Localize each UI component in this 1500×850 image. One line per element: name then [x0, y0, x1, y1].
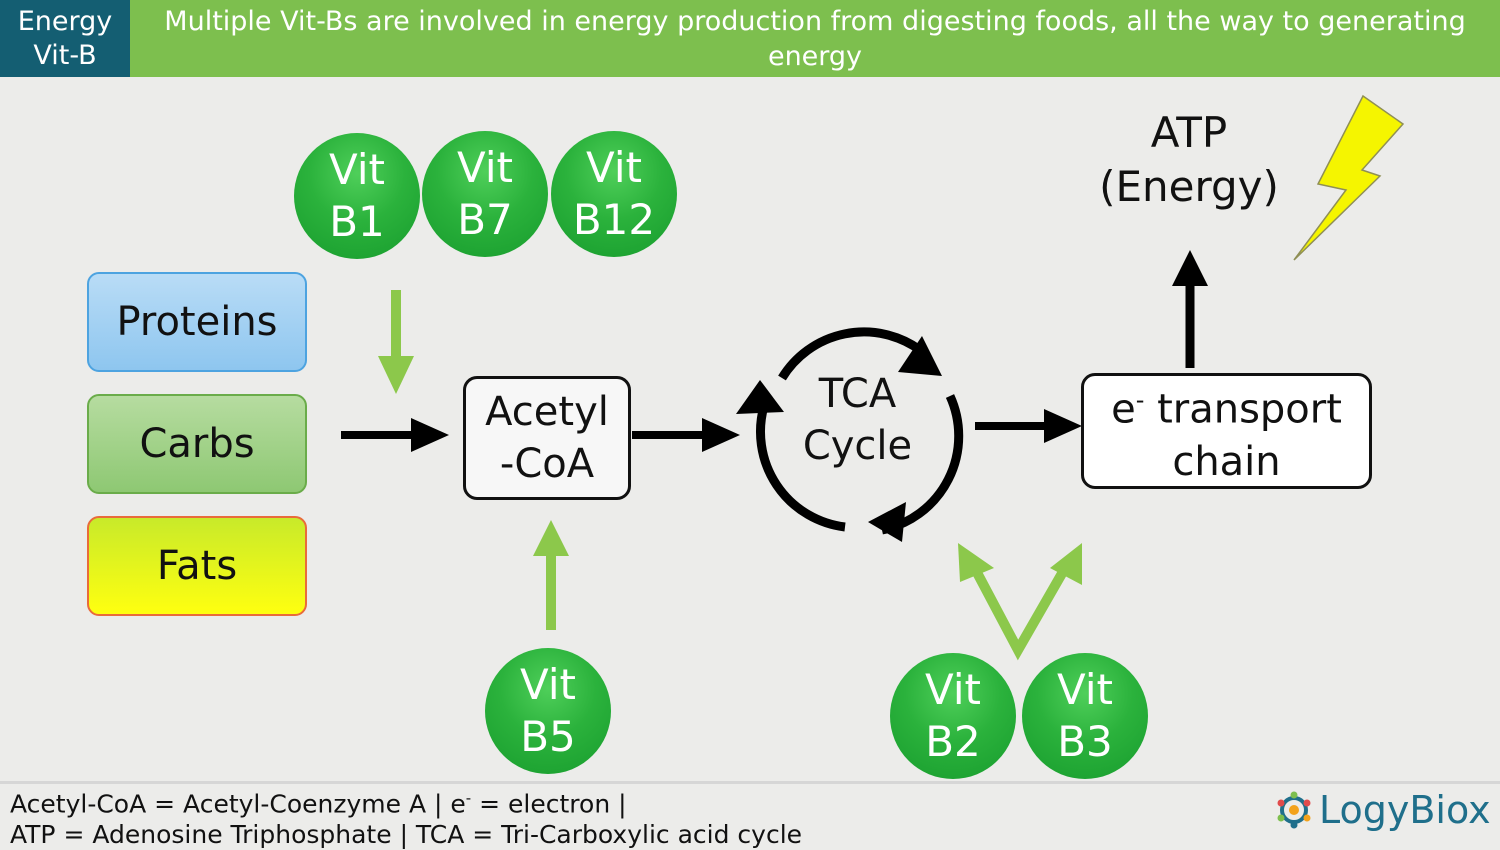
footer-line1-b: = electron |: [471, 789, 627, 819]
vit-b7-line2: B7: [457, 195, 513, 244]
arrow-etc-to-atp: [1172, 250, 1208, 368]
fats-box: Fats: [87, 516, 307, 616]
header-tag: Energy Vit-B: [0, 0, 130, 77]
vit-b12-line2: B12: [572, 195, 656, 244]
tca-arrowheads: [736, 336, 942, 542]
footer-line1: Acetyl-CoA = Acetyl-Coenzyme A | e- = el…: [10, 783, 802, 819]
vit-b3-line1: Vit: [1057, 665, 1113, 714]
vitamin-b2-circle: Vit B2: [890, 653, 1016, 779]
brand-name: LogyBiox: [1319, 788, 1491, 832]
atp-energy-label: ATP (Energy): [1080, 106, 1298, 214]
proteins-box: Proteins: [87, 272, 307, 372]
page-title: Multiple Vit-Bs are involved in energy p…: [164, 5, 1466, 72]
arrow-acetyl-to-tca: [632, 418, 740, 452]
atp-line1: ATP: [1150, 108, 1228, 157]
acetyl-line1: Acetyl: [485, 389, 609, 435]
vit-b1-line2: B1: [329, 197, 385, 246]
vit-b1-line1: Vit: [329, 145, 385, 194]
footer-line2: ATP = Adenosine Triphosphate | TCA = Tri…: [10, 820, 803, 850]
etc-transport: transport: [1144, 386, 1342, 433]
vitamin-b12-circle: Vit B12: [551, 131, 677, 257]
header-tag-line2: Vit-B: [33, 39, 97, 71]
arrow-b5-to-acetyl: [533, 520, 569, 630]
electron-transport-chain-box: e- transport chain: [1081, 373, 1372, 489]
tca-cycle-arrows: [756, 327, 964, 535]
vitamin-b5-circle: Vit B5: [485, 648, 611, 774]
etc-line1: e- transport: [1111, 374, 1342, 435]
tca-line1: TCA: [818, 371, 897, 417]
arrow-tca-to-etc: [975, 409, 1082, 443]
tca-line2: Cycle: [802, 423, 913, 469]
vit-b2-line2: B2: [925, 717, 981, 766]
vit-b7-line1: Vit: [457, 143, 513, 192]
header-bar: Multiple Vit-Bs are involved in energy p…: [130, 0, 1500, 77]
vitamin-b1-circle: Vit B1: [294, 133, 420, 259]
vit-b2-line1: Vit: [925, 665, 981, 714]
header-tag-line1: Energy: [17, 5, 113, 37]
etc-superscript: -: [1135, 386, 1145, 415]
footer-line1-a: Acetyl-CoA = Acetyl-Coenzyme A | e: [10, 789, 466, 819]
atp-line2: (Energy): [1099, 162, 1279, 211]
footer-legend: Acetyl-CoA = Acetyl-Coenzyme A | e- = el…: [10, 783, 802, 850]
arrow-foods-to-acetyl: [341, 418, 449, 452]
vit-b12-line1: Vit: [586, 143, 642, 192]
arrow-b2-b3-to-tca-etc: [958, 543, 1082, 661]
vitamin-b7-circle: Vit B7: [422, 131, 548, 257]
vit-b5-line2: B5: [520, 712, 576, 761]
carbs-box: Carbs: [87, 394, 307, 494]
vit-b3-line2: B3: [1057, 717, 1113, 766]
proteins-label: Proteins: [116, 299, 278, 345]
arrow-b1-b7-b12-to-acetyl: [378, 290, 414, 394]
footer-superscript: -: [465, 789, 472, 807]
vitamin-b3-circle: Vit B3: [1022, 653, 1148, 779]
acetyl-coa-box: Acetyl -CoA: [463, 376, 631, 500]
brand-logo: LogyBiox: [1275, 788, 1491, 832]
footer-divider: [0, 781, 1500, 784]
fats-label: Fats: [156, 543, 238, 589]
logo-gear-icon: [1277, 791, 1311, 829]
lightning-icon: [1293, 94, 1405, 261]
carbs-label: Carbs: [139, 421, 255, 467]
tca-cycle-label: TCA Cycle: [785, 368, 930, 472]
acetyl-line2: -CoA: [499, 441, 595, 487]
vit-b5-line1: Vit: [520, 660, 576, 709]
etc-line2: chain: [1172, 438, 1281, 485]
etc-e: e: [1111, 386, 1136, 433]
